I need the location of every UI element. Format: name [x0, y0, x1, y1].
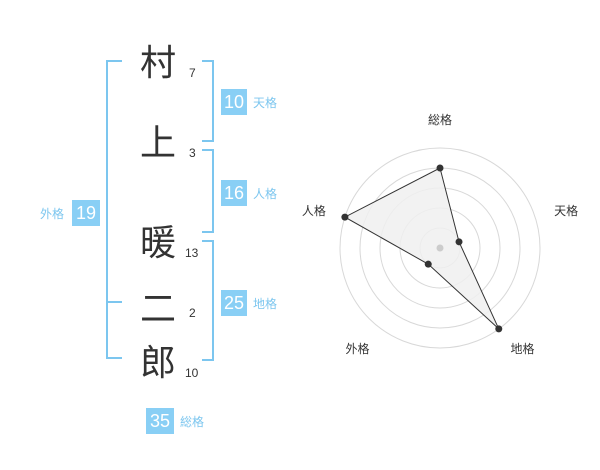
radar-series-polygon — [343, 167, 500, 330]
radar-center-dot — [436, 244, 444, 252]
name-char-3: 暖 — [140, 223, 177, 264]
stroke-count-4: 2 — [189, 306, 196, 320]
name-char-2: 上 — [140, 123, 177, 164]
gaikaku-value-badge: 19 — [72, 200, 100, 226]
stroke-count-3: 13 — [185, 246, 199, 260]
chikaku-bracket — [202, 240, 214, 361]
jinkaku-value-badge: 16 — [221, 180, 247, 206]
jinkaku-bracket — [202, 149, 214, 233]
radar-axis-label-4: 外格 — [345, 341, 369, 356]
radar-axis-label-2: 天格 — [554, 203, 578, 218]
tenkaku-bracket — [202, 60, 214, 142]
jinkaku-label: 人格 — [253, 187, 278, 201]
soukaku-value-badge: 35 — [146, 408, 174, 434]
name-char-5: 郎 — [140, 343, 177, 384]
stroke-count-1: 7 — [189, 66, 196, 80]
name-char-1: 村 — [140, 43, 177, 84]
gaikaku-bracket-lower — [106, 299, 122, 359]
name-char-4: 二 — [140, 289, 177, 330]
radar-axis-label-1: 総格 — [428, 112, 452, 127]
radar-axis-label-3: 地格 — [511, 341, 535, 356]
radar-point-4 — [424, 260, 432, 268]
radar-point-2 — [455, 238, 463, 246]
gaikaku-bracket — [106, 60, 122, 303]
radar-axis-label-5: 人格 — [302, 203, 326, 218]
radar-point-3 — [495, 325, 503, 333]
radar-point-1 — [436, 164, 444, 172]
soukaku-label: 総格 — [180, 415, 205, 429]
radar-ring — [339, 147, 541, 349]
chikaku-label: 地格 — [253, 297, 278, 311]
radar-point-5 — [341, 213, 349, 221]
tenkaku-value-badge: 10 — [221, 89, 247, 115]
stroke-count-5: 10 — [185, 366, 199, 380]
chikaku-value-badge: 25 — [221, 290, 247, 316]
stroke-count-2: 3 — [189, 146, 196, 160]
gaikaku-label: 外格 — [40, 207, 65, 221]
tenkaku-label: 天格 — [253, 96, 278, 110]
